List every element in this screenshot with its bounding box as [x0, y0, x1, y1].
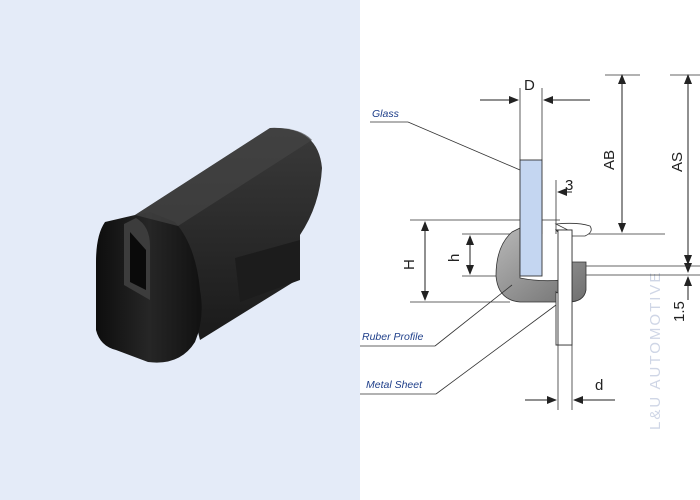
dim-h-label: h [446, 254, 463, 262]
dim-H-label: H [401, 259, 418, 270]
product-photo-panel [0, 0, 360, 500]
dim-AS-label: AS [669, 152, 686, 172]
dim-D-label: D [524, 77, 535, 94]
dim-1-5-label: 1.5 [671, 301, 688, 322]
label-glass: Glass [372, 108, 400, 120]
label-rubber-profile: Ruber Profile [362, 331, 423, 343]
dim-d-small-label: d [595, 377, 603, 394]
technical-drawing: L&U AUTOMOTIVE D AB AS 1.5 H [360, 74, 700, 430]
watermark: L&U AUTOMOTIVE [647, 271, 664, 430]
dim-AB-label: AB [601, 150, 618, 170]
glass-pane [519, 159, 543, 277]
rubber-profile-3d [96, 127, 322, 363]
label-metal-sheet: Metal Sheet [366, 379, 423, 391]
dim-3-label: 3 [565, 177, 573, 194]
